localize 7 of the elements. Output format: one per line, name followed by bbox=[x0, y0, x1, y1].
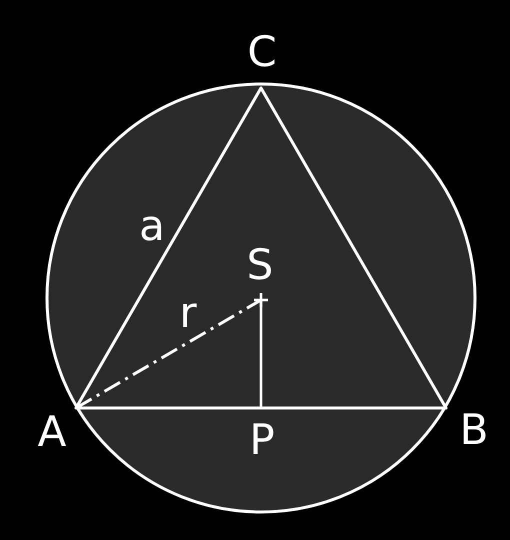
vertex-label: B bbox=[460, 409, 488, 451]
point-label: P bbox=[249, 419, 275, 461]
point-label: S bbox=[246, 244, 274, 286]
vertex-label: C bbox=[247, 31, 277, 73]
side-label: a bbox=[139, 205, 165, 247]
radius-label: r bbox=[179, 292, 197, 334]
vertex-label: A bbox=[38, 411, 66, 453]
